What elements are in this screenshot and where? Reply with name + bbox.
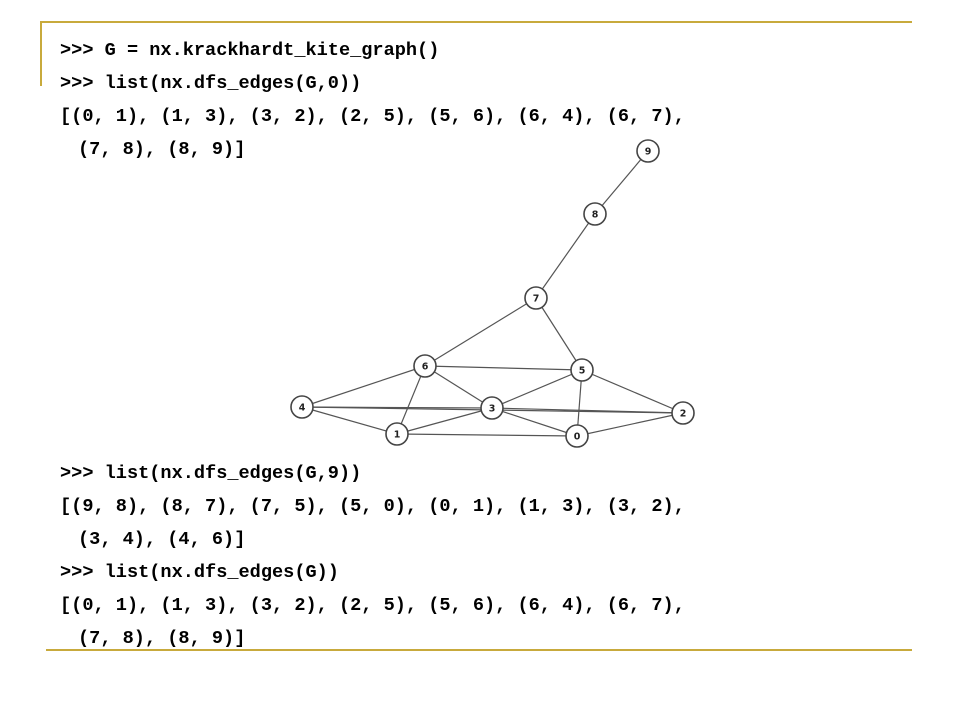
edge-0-2 xyxy=(576,412,684,437)
edge-3-2 xyxy=(491,407,684,414)
node-circle xyxy=(671,401,695,425)
code-block-1: >>> G = nx.krackhardt_kite_graph() >>> li… xyxy=(60,34,685,166)
code-line: [(0, 1), (1, 3), (3, 2), (2, 5), (5, 6),… xyxy=(60,106,685,127)
node-circle xyxy=(385,422,409,446)
code-block-2: >>> list(nx.dfs_edges(G,9)) [(9, 8), (8, … xyxy=(60,457,685,556)
node-6: 6 xyxy=(413,354,437,378)
node-5: 5 xyxy=(570,358,594,382)
left-rule xyxy=(40,23,42,86)
edge-5-2 xyxy=(581,369,684,414)
edge-4-1 xyxy=(301,406,398,435)
node-label: 8 xyxy=(592,210,599,221)
code-line: >>> G = nx.krackhardt_kite_graph() xyxy=(60,40,440,61)
edge-8-9 xyxy=(594,150,649,215)
node-9: 9 xyxy=(636,139,660,163)
code-block-3: >>> list(nx.dfs_edges(G)) [(0, 1), (1, 3)… xyxy=(60,556,685,655)
node-circle xyxy=(524,286,548,310)
node-label: 3 xyxy=(489,404,496,415)
node-7: 7 xyxy=(524,286,548,310)
node-circle xyxy=(565,424,589,448)
node-label: 5 xyxy=(579,366,586,377)
node-label: 9 xyxy=(645,147,652,158)
graph-edges xyxy=(301,150,684,437)
edge-3-0 xyxy=(491,407,578,437)
krackhardt-kite-graph: 0 1 2 3 4 5 6 7 8 9 xyxy=(290,139,695,448)
node-circle xyxy=(583,202,607,226)
code-line: (7, 8), (8, 9)] xyxy=(78,628,246,649)
edge-4-6 xyxy=(301,365,426,408)
graph-nodes: 0 1 2 3 4 5 6 7 8 9 xyxy=(290,139,695,448)
node-circle xyxy=(570,358,594,382)
edge-1-0 xyxy=(396,433,578,437)
node-label: 0 xyxy=(574,432,581,443)
node-circle xyxy=(413,354,437,378)
code-line: >>> list(nx.dfs_edges(G)) xyxy=(60,562,339,583)
edge-6-3 xyxy=(424,365,493,409)
node-circle xyxy=(480,396,504,420)
node-8: 8 xyxy=(583,202,607,226)
node-3: 3 xyxy=(480,396,504,420)
node-label: 4 xyxy=(299,403,306,414)
node-circle xyxy=(636,139,660,163)
code-line: >>> list(nx.dfs_edges(G,0)) xyxy=(60,73,362,94)
edge-1-3 xyxy=(396,407,493,435)
code-line: [(0, 1), (1, 3), (3, 2), (2, 5), (5, 6),… xyxy=(60,595,685,616)
node-4: 4 xyxy=(290,395,314,419)
node-label: 1 xyxy=(394,430,401,441)
code-line: (3, 4), (4, 6)] xyxy=(78,529,246,550)
edge-7-8 xyxy=(535,213,596,299)
edge-3-5 xyxy=(491,369,583,409)
code-line: >>> list(nx.dfs_edges(G,9)) xyxy=(60,463,362,484)
node-circle xyxy=(290,395,314,419)
edge-5-7 xyxy=(535,297,583,371)
node-label: 7 xyxy=(533,294,540,305)
edge-6-7 xyxy=(424,297,537,367)
top-rule xyxy=(40,21,912,23)
node-label: 6 xyxy=(422,362,429,373)
node-1: 1 xyxy=(385,422,409,446)
bottom-rule xyxy=(46,649,912,651)
code-line: (7, 8), (8, 9)] xyxy=(78,139,246,160)
edge-6-5 xyxy=(424,365,583,371)
node-label: 2 xyxy=(680,409,687,420)
edge-6-1 xyxy=(396,365,426,435)
node-0: 0 xyxy=(565,424,589,448)
code-line: [(9, 8), (8, 7), (7, 5), (5, 0), (0, 1),… xyxy=(60,496,685,517)
node-2: 2 xyxy=(671,401,695,425)
